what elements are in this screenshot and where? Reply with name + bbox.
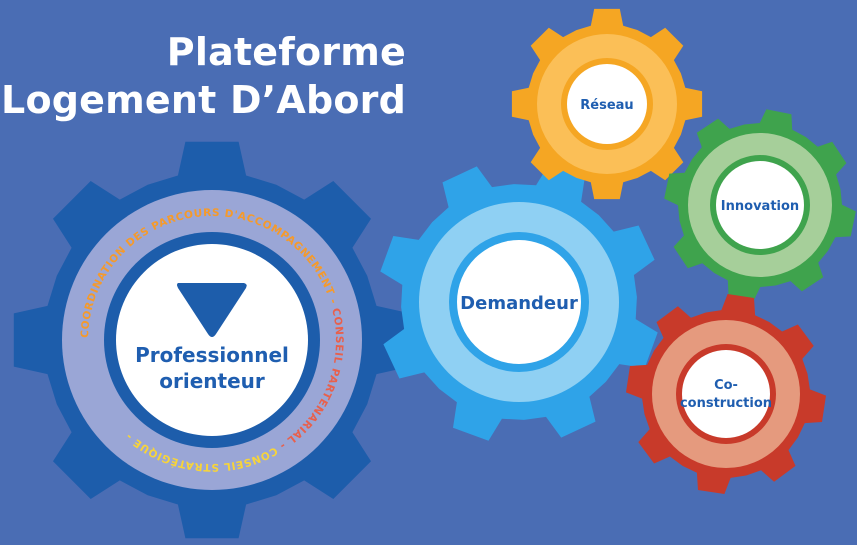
- gear-reseau-center: [567, 64, 647, 144]
- title-line-2: Logement D’Abord: [1, 78, 406, 122]
- ring-text-segment: -: [325, 293, 341, 310]
- main-gear: Professionnel orienteur COORDINATION DES…: [13, 141, 411, 539]
- gear-innovation-center: [716, 161, 804, 249]
- gear-coconstruction-label-line1: Co-: [714, 378, 738, 393]
- page-title: Plateforme Logement D’Abord: [1, 28, 406, 124]
- gear-demandeur: Demandeur: [380, 163, 658, 441]
- gear-coconstruction-center: [682, 350, 770, 438]
- gear-demandeur-label: Demandeur: [460, 293, 578, 314]
- gear-innovation-label: Innovation: [721, 199, 799, 214]
- gear-innovation: Innovation: [664, 109, 856, 301]
- gear-reseau-label: Réseau: [580, 98, 633, 113]
- gear-demandeur-center: [457, 240, 581, 364]
- triangle-down-icon: [177, 283, 247, 337]
- gear-coconstruction: Co- construction: [626, 294, 826, 494]
- gear-reseau: Réseau: [511, 8, 703, 200]
- main-gear-center: [116, 244, 308, 436]
- gear-coconstruction-label-line2: construction: [680, 396, 772, 411]
- title-line-1: Plateforme: [166, 30, 406, 74]
- main-gear-label-line2: orienteur: [159, 369, 265, 393]
- main-gear-label-line1: Professionnel: [135, 343, 289, 367]
